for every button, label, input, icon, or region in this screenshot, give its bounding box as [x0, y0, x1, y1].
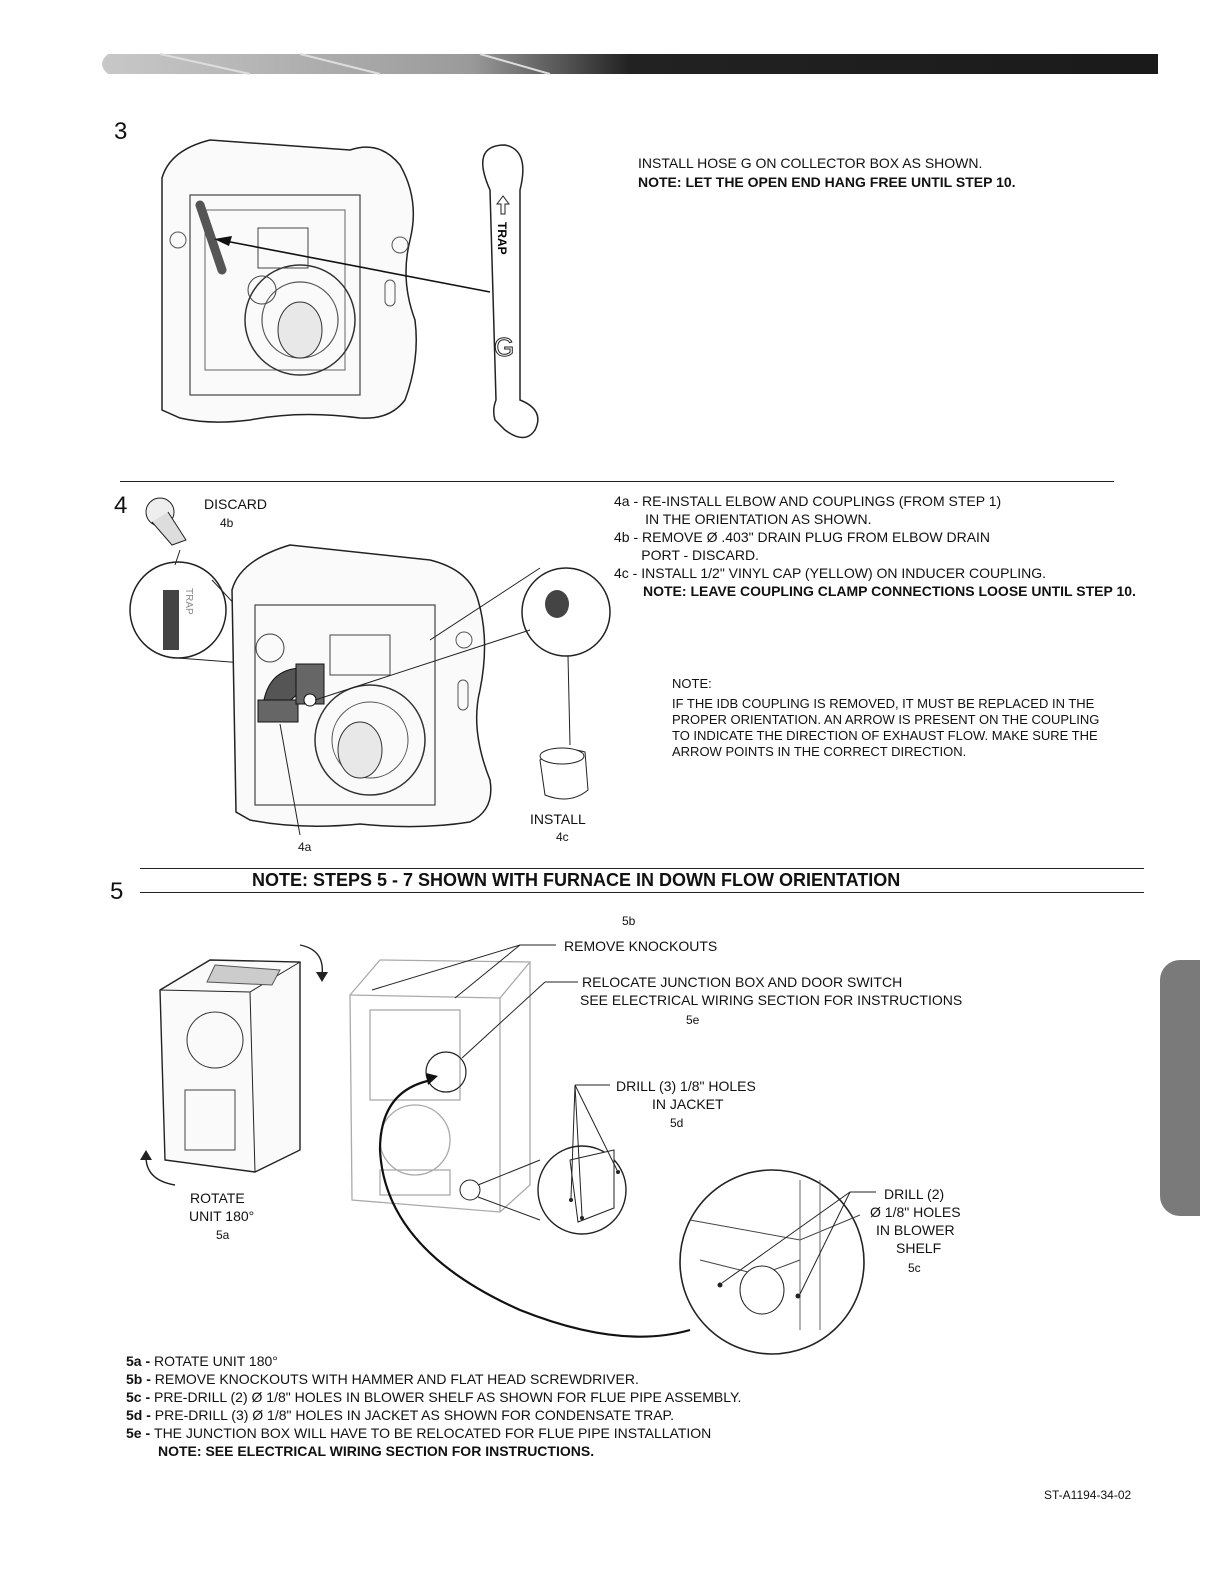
rotate-line2: UNIT 180°	[189, 1208, 255, 1224]
section-side-tab	[1160, 960, 1200, 1216]
instruction-text: PRE-DRILL (2) Ø 1/8" HOLES IN BLOWER SHE…	[154, 1389, 742, 1405]
drill-shelf-line4: SHELF	[896, 1240, 942, 1256]
coupling-note: NOTE: IF THE IDB COUPLING IS REMOVED, IT…	[672, 676, 1099, 760]
note-heading: NOTE:	[672, 676, 712, 691]
instruction-key: 5d -	[126, 1407, 155, 1423]
step-5-number: 5	[110, 878, 124, 905]
instruction-text: THE JUNCTION BOX WILL HAVE TO BE RELOCAT…	[154, 1425, 712, 1441]
discard-ref: 4b	[220, 516, 234, 530]
instruction-line: PORT - DISCARD.	[614, 547, 759, 563]
instruction-line: IN THE ORIENTATION AS SHOWN.	[614, 511, 872, 527]
drill-shelf-line1: DRILL (2)	[884, 1186, 945, 1202]
step-3-number: 3	[114, 118, 128, 145]
arrow-up-icon	[496, 195, 510, 215]
hose-trap-label: TRAP	[495, 222, 509, 255]
divider-3-4	[120, 481, 1114, 482]
step-5-instruction-note: NOTE: SEE ELECTRICAL WIRING SECTION FOR …	[158, 1443, 595, 1459]
flow-path-curve	[378, 1078, 691, 1338]
instruction-key: 5c -	[126, 1389, 155, 1405]
drill-jacket-ref: 5d	[670, 1116, 684, 1130]
step-5-instructions: 5a - ROTATE UNIT 180° 5b - REMOVE KNOCKO…	[126, 1352, 741, 1442]
note-line: ARROW POINTS IN THE CORRECT DIRECTION.	[672, 744, 967, 759]
step-5-banner: NOTE: STEPS 5 - 7 SHOWN WITH FURNACE IN …	[252, 870, 901, 890]
note-line: TO INDICATE THE DIRECTION OF EXHAUST FLO…	[672, 728, 1098, 743]
instruction-text: ROTATE UNIT 180°	[154, 1353, 278, 1369]
header-bar	[102, 53, 1158, 75]
step-3-instruction: INSTALL HOSE G ON COLLECTOR BOX AS SHOWN…	[638, 155, 983, 171]
instruction-key: 5e -	[126, 1425, 155, 1441]
zoom-blower-shelf	[679, 1169, 865, 1355]
hose-g-label: G	[494, 332, 514, 362]
furnace-downflow	[349, 959, 531, 1213]
knockouts-callout: REMOVE KNOCKOUTS	[564, 938, 718, 954]
drill-jacket-line1: DRILL (3) 1/8" HOLES	[616, 1078, 756, 1094]
document-code: ST-A1194-34-02	[1044, 1488, 1132, 1502]
install-ref: 4c	[556, 830, 569, 844]
drill-shelf-line3: IN BLOWER	[876, 1222, 955, 1238]
instruction-line: 4a - RE-INSTALL ELBOW AND COUPLINGS (FRO…	[614, 493, 1002, 509]
step-4-illustration: TRAP	[129, 497, 611, 836]
step-4-instructions: 4a - RE-INSTALL ELBOW AND COUPLINGS (FRO…	[614, 492, 1046, 582]
instruction-key: 5a -	[126, 1353, 155, 1369]
instruction-key: 5b -	[126, 1371, 155, 1387]
relocate-callout-line1: RELOCATE JUNCTION BOX AND DOOR SWITCH	[582, 974, 903, 990]
junction-box-circle	[425, 1051, 467, 1093]
instruction-line: 4c - INSTALL 1/2" VINYL CAP (YELLOW) ON …	[614, 565, 1047, 581]
divider-4-5-bottom	[140, 892, 1144, 893]
note-line: PROPER ORIENTATION. AN ARROW IS PRESENT …	[672, 712, 1100, 727]
drill-jacket-line2: IN JACKET	[652, 1096, 724, 1112]
furnace-upflow	[159, 959, 301, 1173]
step-4-number: 4	[114, 492, 128, 519]
blower-housing	[244, 264, 356, 376]
drill-shelf-ref: 5c	[908, 1261, 921, 1275]
relocate-ref: 5e	[686, 1013, 700, 1027]
instruction-text: REMOVE KNOCKOUTS WITH HAMMER AND FLAT HE…	[154, 1371, 639, 1387]
install-label: INSTALL	[530, 811, 586, 827]
drill-shelf-line2: Ø 1/8" HOLES	[870, 1204, 961, 1220]
rotate-line1: ROTATE	[190, 1190, 245, 1206]
step-4-instruction-note: NOTE: LEAVE COUPLING CLAMP CONNECTIONS L…	[643, 583, 1136, 599]
rotate-ref: 5a	[216, 1228, 230, 1242]
knockouts-ref: 5b	[622, 914, 636, 928]
instruction-text: PRE-DRILL (3) Ø 1/8" HOLES IN JACKET AS …	[154, 1407, 674, 1423]
elbow-ref: 4a	[298, 840, 312, 854]
step-3-illustration: TRAP G	[161, 139, 539, 439]
zoom-trap-label: TRAP	[183, 588, 194, 615]
rotate-arrow-icon	[299, 944, 324, 976]
discard-label: DISCARD	[204, 496, 268, 512]
step-3-note: NOTE: LET THE OPEN END HANG FREE UNTIL S…	[638, 174, 1016, 190]
relocate-callout-line2: SEE ELECTRICAL WIRING SECTION FOR INSTRU…	[580, 992, 963, 1008]
note-line: IF THE IDB COUPLING IS REMOVED, IT MUST …	[672, 696, 1095, 711]
instruction-line: 4b - REMOVE Ø .403" DRAIN PLUG FROM ELBO…	[614, 529, 991, 545]
hose-g	[482, 144, 539, 439]
step-5-illustration	[140, 944, 876, 1355]
hose-g-installed	[195, 200, 227, 275]
furnace-cutaway	[161, 139, 417, 423]
divider-4-5-top	[140, 868, 1144, 869]
